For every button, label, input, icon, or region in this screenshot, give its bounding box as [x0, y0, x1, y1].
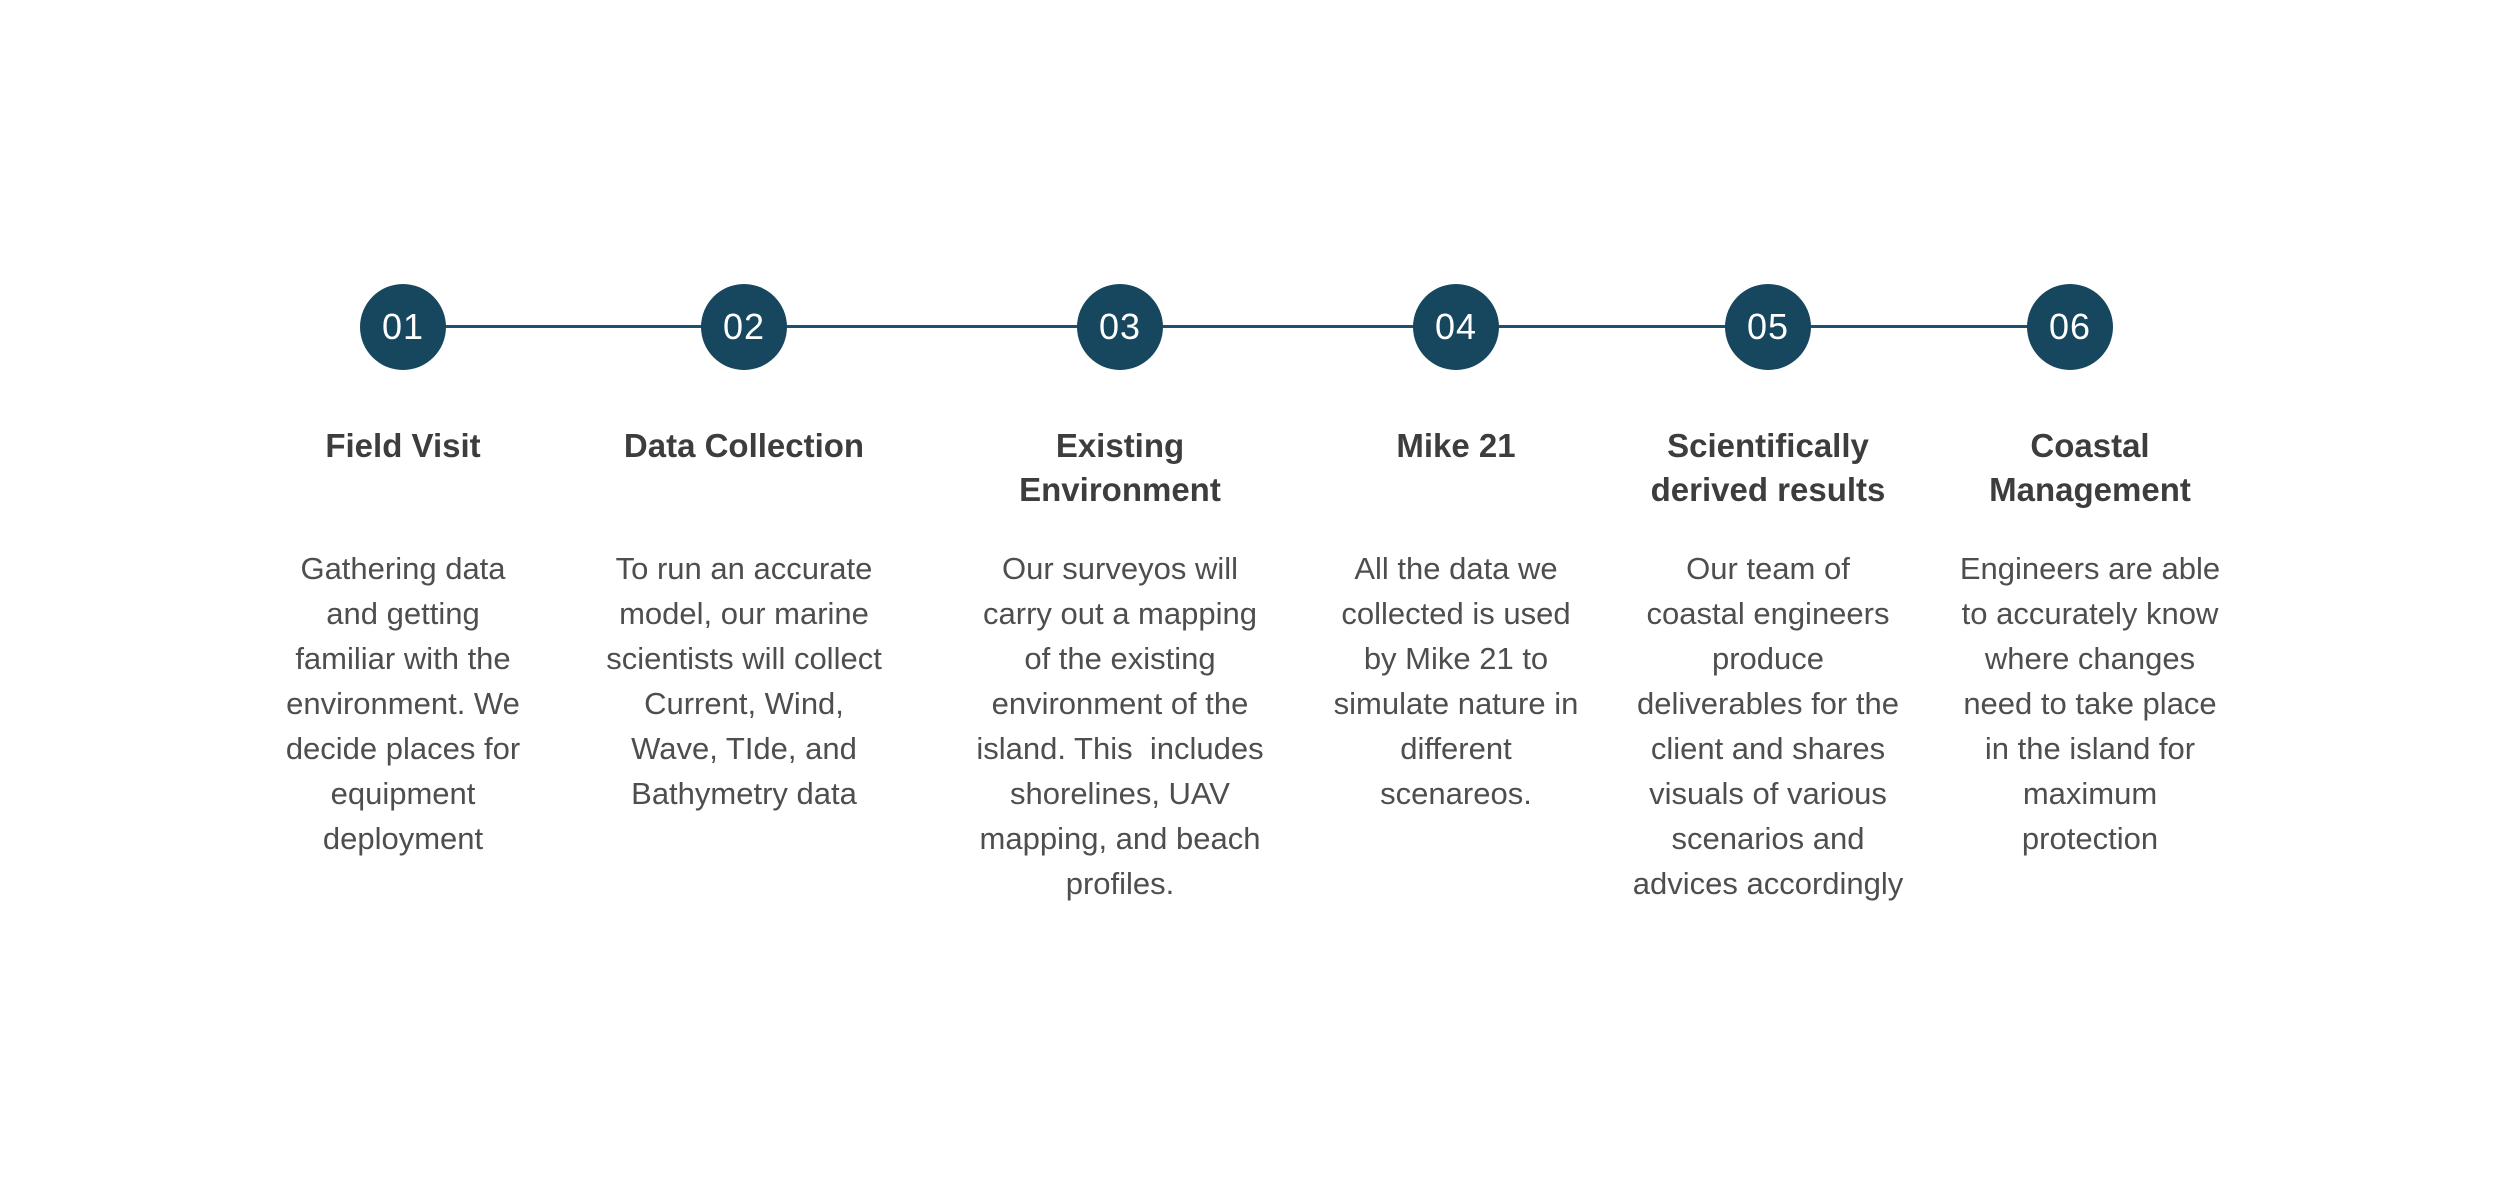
timeline-step-mike-21: Mike 21 All the data we collected is use… — [1306, 424, 1606, 816]
step-circle-01: 01 — [360, 284, 446, 370]
step-number: 02 — [722, 306, 766, 347]
step-circle-02: 02 — [701, 284, 787, 370]
step-circle-06: 06 — [2027, 284, 2113, 370]
step-description: Engineers are able to accurately know wh… — [1959, 551, 2221, 856]
timeline-step-scientifically-derived-results: Scientifically derived results Our team … — [1613, 424, 1923, 906]
step-circle-05: 05 — [1725, 284, 1811, 370]
step-number: 05 — [1746, 306, 1790, 347]
step-description: All the data we collected is used by Mik… — [1333, 551, 1579, 811]
step-number: 04 — [1434, 306, 1478, 347]
step-title: Scientifically derived results — [1650, 427, 1886, 508]
step-description: Gathering data and getting familiar with… — [285, 551, 521, 856]
timeline-step-coastal-management: Coastal Management Engineers are able to… — [1940, 424, 2240, 861]
step-title: Mike 21 — [1396, 427, 1516, 464]
step-title: Data Collection — [623, 427, 865, 464]
step-circle-04: 04 — [1413, 284, 1499, 370]
step-title: Existing Environment — [1019, 427, 1221, 508]
timeline-step-field-visit: Field Visit Gathering data and getting f… — [273, 424, 533, 861]
step-title: Field Visit — [325, 427, 481, 464]
step-number: 01 — [381, 306, 425, 347]
step-number: 06 — [2048, 306, 2092, 347]
step-title: Coastal Management — [1989, 427, 2191, 508]
step-circle-03: 03 — [1077, 284, 1163, 370]
step-number: 03 — [1098, 306, 1142, 347]
step-description: To run an accurate model, our marine sci… — [606, 551, 882, 811]
timeline-step-data-collection: Data Collection To run an accurate model… — [584, 424, 904, 816]
timeline-step-existing-environment: Existing Environment Our surveyos will c… — [950, 424, 1290, 906]
timeline-connector-line — [403, 325, 2070, 328]
step-description: Our surveyos will carry out a mapping of… — [976, 551, 1264, 901]
step-description: Our team of coastal engineers produce de… — [1632, 551, 1904, 901]
